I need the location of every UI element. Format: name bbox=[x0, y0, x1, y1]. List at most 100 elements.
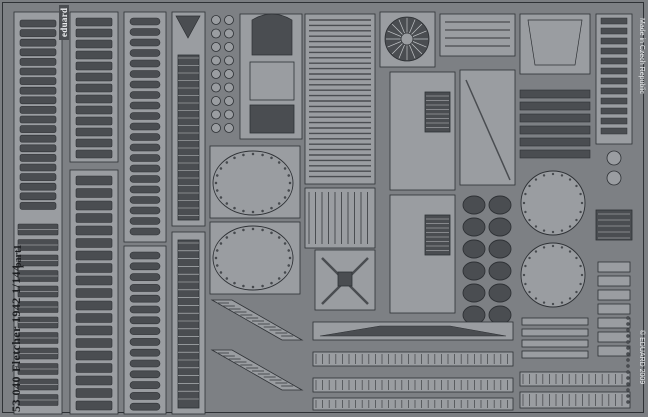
ladder-row bbox=[519, 113, 591, 123]
made-in-label: Made in Czech Republic bbox=[638, 18, 645, 94]
rivet bbox=[551, 244, 555, 248]
rivet bbox=[575, 256, 578, 260]
round-hatch bbox=[129, 122, 161, 131]
rivet bbox=[560, 246, 564, 249]
round-hatch bbox=[129, 381, 161, 389]
rivet bbox=[216, 249, 219, 252]
rivet bbox=[270, 156, 273, 160]
rivet bbox=[233, 156, 236, 160]
rivet bbox=[575, 218, 578, 222]
hatch-cell bbox=[19, 115, 57, 124]
rivet bbox=[568, 178, 572, 181]
round-hatch bbox=[129, 196, 161, 204]
round-hatch bbox=[129, 284, 161, 292]
tall-ladder-d1-window bbox=[177, 54, 200, 221]
funnel-grille bbox=[424, 214, 451, 256]
round-hatch bbox=[129, 305, 161, 314]
dot-rivet bbox=[626, 358, 630, 362]
rivet bbox=[287, 174, 290, 177]
kit-code-label: 53 040 bbox=[9, 376, 23, 412]
small-disc bbox=[211, 82, 221, 93]
round-hatch bbox=[129, 133, 161, 141]
rivet bbox=[219, 196, 223, 199]
hatch-cell bbox=[19, 19, 57, 28]
frame-cell bbox=[75, 375, 113, 386]
hatch-cell bbox=[19, 38, 57, 47]
rivet bbox=[534, 250, 538, 253]
bracket-part bbox=[597, 289, 631, 301]
rivet bbox=[261, 153, 264, 157]
round-hatch bbox=[129, 101, 161, 110]
hatch-cell bbox=[19, 67, 57, 76]
grid-panel bbox=[304, 187, 376, 249]
rivet bbox=[579, 192, 582, 196]
rail-strip bbox=[439, 13, 516, 57]
rivet bbox=[233, 231, 236, 235]
rivet bbox=[277, 161, 281, 164]
thin-strip bbox=[521, 317, 589, 326]
rivet bbox=[288, 181, 292, 185]
rivet bbox=[551, 302, 555, 306]
small-disc bbox=[224, 42, 234, 52]
hatch-cell bbox=[19, 29, 57, 37]
hatch-cell bbox=[19, 48, 57, 57]
small-disc bbox=[224, 123, 234, 133]
frame-cell bbox=[75, 400, 113, 411]
rivet bbox=[560, 301, 564, 304]
part-label: part1 bbox=[13, 244, 24, 268]
small-slot bbox=[600, 17, 628, 25]
deck-panel bbox=[249, 61, 295, 101]
rivet bbox=[542, 246, 546, 249]
dot-rivet bbox=[626, 388, 630, 392]
bracket-part bbox=[597, 345, 631, 357]
rivet bbox=[261, 209, 264, 213]
frame-cell bbox=[75, 288, 113, 298]
rivet bbox=[542, 174, 546, 177]
hatch-cell bbox=[19, 154, 57, 162]
rivet bbox=[261, 284, 264, 288]
oval-grille bbox=[488, 195, 512, 215]
frame-cell bbox=[75, 263, 113, 273]
frame-cell bbox=[75, 83, 113, 93]
oval-grille bbox=[488, 283, 512, 303]
small-disc bbox=[211, 96, 221, 106]
rivet bbox=[560, 174, 564, 177]
hatch-cell bbox=[19, 144, 57, 153]
round-hatch bbox=[129, 327, 161, 335]
rivet bbox=[579, 282, 582, 286]
oval-grille bbox=[462, 261, 486, 281]
rivet bbox=[534, 178, 538, 181]
dot-rivet bbox=[626, 328, 630, 332]
rivet bbox=[216, 174, 219, 177]
round-hatch bbox=[129, 70, 161, 78]
frame-cell bbox=[75, 138, 113, 148]
oval-grille bbox=[462, 195, 486, 215]
small-slot bbox=[600, 67, 628, 75]
oval-grille bbox=[462, 305, 486, 325]
bracket-part bbox=[597, 317, 631, 329]
rivet bbox=[524, 210, 527, 214]
rivet bbox=[560, 229, 564, 232]
rivet bbox=[551, 230, 555, 234]
rivet bbox=[534, 297, 538, 300]
round-hatch bbox=[129, 348, 161, 357]
round-hatch bbox=[129, 316, 161, 325]
hatch-cell bbox=[19, 173, 57, 181]
frame-cell bbox=[75, 313, 113, 323]
rivet bbox=[568, 297, 572, 300]
bracket-part bbox=[597, 275, 631, 287]
rivet bbox=[575, 290, 578, 294]
rivet bbox=[568, 225, 572, 228]
frame-cell bbox=[75, 238, 113, 248]
bracket-part bbox=[597, 261, 631, 273]
rivet bbox=[522, 201, 526, 205]
frame-cell bbox=[75, 50, 113, 60]
small-disc bbox=[211, 55, 221, 66]
rivet bbox=[251, 152, 255, 156]
rivet bbox=[225, 202, 229, 205]
rivet bbox=[216, 189, 219, 192]
rivet bbox=[528, 256, 531, 260]
rivet bbox=[251, 285, 255, 289]
round-hatch bbox=[129, 17, 161, 26]
hatch-cell bbox=[19, 86, 57, 95]
